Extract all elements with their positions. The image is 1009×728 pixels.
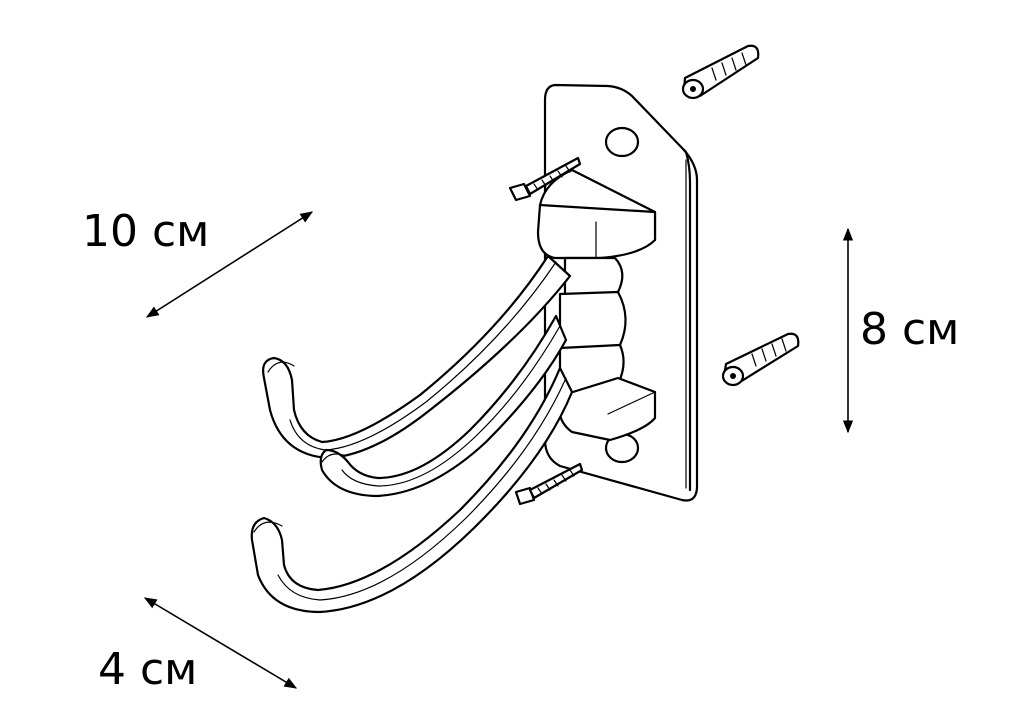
- screw-top: [508, 156, 582, 202]
- wall-plug-top: [681, 44, 760, 100]
- width-dimension-label: 10 см: [82, 206, 210, 257]
- screw-bottom: [514, 462, 584, 506]
- plate-hole-top: [604, 126, 640, 158]
- width-dimension-arrow: [145, 211, 314, 318]
- wall-plug-bottom: [721, 332, 800, 387]
- top-bracket: [536, 168, 657, 260]
- hook-arm-bottom: [250, 366, 574, 614]
- depth-dimension-label: 4 см: [98, 644, 198, 695]
- hook-arm-top: [262, 254, 572, 460]
- depth-dimension-arrow: [143, 597, 298, 689]
- hook-arm-middle: [319, 314, 568, 498]
- swivel-knuckles: [558, 256, 627, 398]
- height-dimension-label: 8 см: [860, 304, 960, 355]
